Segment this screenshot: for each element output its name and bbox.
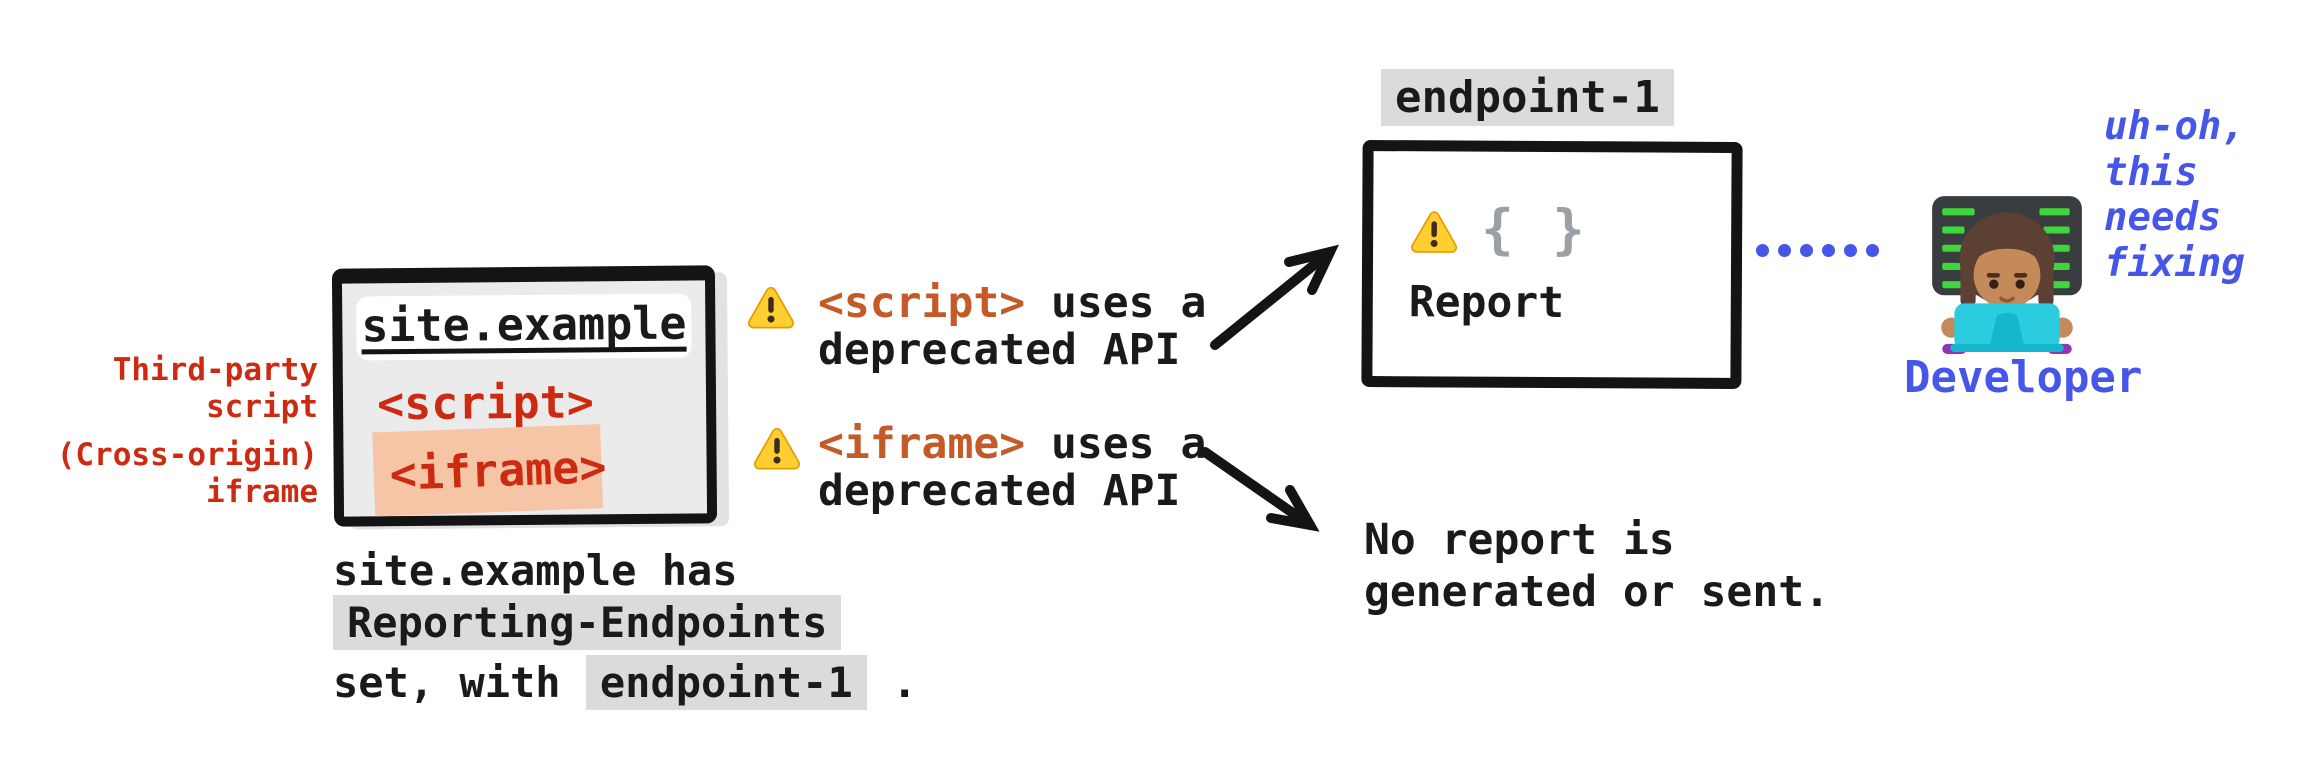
script-warning-text: <script> uses a deprecated API: [818, 278, 1207, 376]
dot: [1866, 244, 1879, 257]
iframe-warning-rest: uses a: [1025, 419, 1207, 469]
caption-endpoint-chip: endpoint-1: [585, 655, 867, 710]
iframe-code-mention: <iframe>: [818, 419, 1026, 469]
reporting-endpoints-chip: Reporting-Endpoints: [333, 595, 842, 650]
endpoint-box: { } Report: [1361, 140, 1743, 389]
caption-has: has: [636, 546, 738, 595]
dot: [1844, 244, 1857, 257]
developer-thought-text: uh-oh, this needs fixing: [2104, 104, 2245, 286]
dotted-line: [1756, 244, 1879, 257]
dot: [1756, 244, 1769, 257]
report-braces-icon: { }: [1481, 197, 1588, 262]
iframe-element-code: <iframe>: [388, 439, 608, 501]
iframe-element-box: <iframe>: [372, 424, 607, 517]
script-warning-line-2: deprecated API: [818, 325, 1181, 376]
dot: [1778, 244, 1791, 257]
no-report-line-1: No report is: [1364, 515, 1675, 565]
woman-technologist-emoji: [1932, 196, 2082, 354]
iframe-warning-text: <iframe> uses a deprecated API: [818, 419, 1207, 517]
arrow-to-endpoint: [1210, 244, 1340, 350]
caption-line-2: Reporting-Endpoints: [333, 595, 842, 650]
warning-icon: [753, 427, 801, 470]
report-label: Report: [1408, 277, 1565, 329]
caption-line-1: site.example has: [333, 546, 738, 599]
script-element-code: <script>: [376, 375, 595, 431]
iframe-warning-line-1: <iframe> uses a: [818, 419, 1207, 469]
warning-icon: [747, 286, 795, 329]
no-report-text: No report is generated or sent.: [1364, 514, 1830, 619]
caption-set-with: set, with: [333, 658, 586, 707]
endpoint-chip-label: endpoint-1: [1381, 69, 1674, 126]
no-report-line-2: generated or sent.: [1364, 567, 1830, 618]
dot: [1822, 244, 1835, 257]
site-url: site.example: [361, 296, 687, 355]
dot: [1800, 244, 1813, 257]
browser-window: site.example <script> <iframe>: [331, 265, 718, 527]
script-code-mention: <script>: [818, 278, 1026, 328]
endpoint-chip-text: endpoint-1: [1381, 69, 1674, 126]
iframe-warning-line-2: deprecated API: [818, 466, 1181, 517]
caption-period: .: [866, 658, 918, 707]
developer-label: Developer: [1904, 352, 2143, 403]
third-party-script-label: Third-party script: [112, 352, 318, 426]
script-warning-line-1: <script> uses a: [818, 278, 1207, 328]
script-warning-rest: uses a: [1025, 278, 1207, 328]
caption-site-url: site.example: [333, 546, 637, 599]
warning-icon: [1411, 211, 1458, 253]
address-bar: site.example: [356, 293, 692, 361]
cross-origin-iframe-label: (Cross-origin) iframe: [56, 437, 318, 511]
arrow-to-no-report: [1200, 447, 1320, 532]
caption-line-3: set, with endpoint-1 .: [333, 655, 918, 710]
